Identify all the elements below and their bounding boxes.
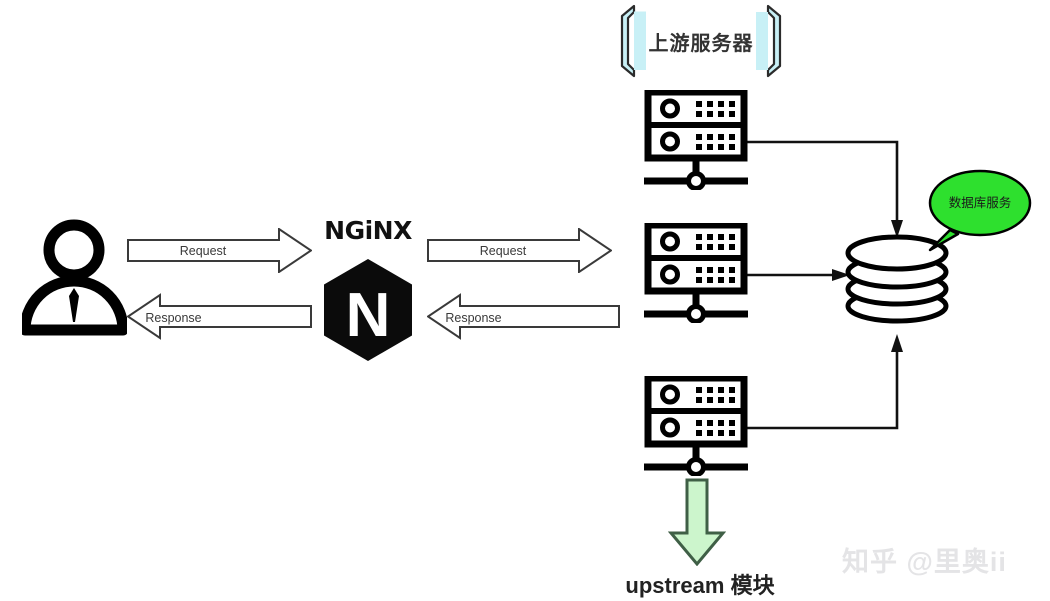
down-arrow-icon [667,478,727,567]
server-bus-node [686,457,706,477]
server-leds-bottom [696,134,735,150]
client-user-icon [19,218,129,341]
connector-server1-to-db [746,140,899,222]
upstream-module-label: upstream 模块 [625,573,775,598]
server-rack-icon [644,374,748,477]
flow-arrow-response-upstream-nginx [426,293,620,345]
server-leds-top [696,387,735,403]
bracket-left-face [634,12,646,70]
nginx-wordmark: NGiNX [324,216,412,245]
upstream-server-2 [640,221,752,328]
arrow-shape [667,478,727,567]
flow-label-response-1: Response [145,311,202,325]
watermark-text: 知乎 @里奥ii [842,547,1007,577]
arrow-shape [126,293,312,340]
nginx-hexagon-icon: N [324,259,412,361]
connector-server3-to-db [746,352,899,430]
server-rack-icon [644,221,748,324]
flow-label-request-1: Request [179,244,227,258]
server-bus-node [686,171,706,191]
arrow-shape [127,227,313,274]
upstream-module-arrow [667,478,727,571]
flow-arrow-response-nginx-client [126,293,312,345]
upstream-bracket-label: 上游服务器 [612,4,790,78]
bracket-shapes [620,4,782,78]
server-leds-bottom [696,420,735,436]
server-indicator-bottom [660,417,680,438]
user-head [43,219,105,281]
block-arrow-left [126,293,312,340]
arrow-shape [426,293,620,340]
upstream-server-1 [640,88,752,195]
database-callout [920,158,1040,263]
server-leds-bottom [696,267,735,283]
flow-arrow-request-client-nginx [127,227,313,278]
server-leds-top [696,101,735,117]
server-indicator-top [660,231,680,252]
upstream-server-3 [640,374,752,481]
database-cylinder-icon [845,234,949,324]
upstream-bracket-text: 上游服务器 [648,32,754,55]
nginx-logo-letter: N [346,281,391,350]
user-body [19,275,129,336]
server-bus-node [686,304,706,324]
database-node [843,232,951,337]
server-leds-top [696,234,735,250]
user-person-icon [19,219,129,336]
database-callout-label: 数据库服务 [948,196,1012,210]
callout-body [928,169,1032,237]
server-indicator-bottom [660,131,680,152]
arrow-shape [427,227,613,274]
flow-label-response-2: Response [445,311,502,325]
db-disc-1 [845,234,949,272]
block-arrow-right [427,227,613,274]
block-arrow-right [127,227,313,274]
server-indicator-top [660,384,680,405]
server-rack-icon [644,88,748,191]
flow-label-request-2: Request [479,244,527,258]
connector-server1-arrowhead [891,220,903,238]
nginx-logo: N [322,258,414,367]
bracket-right-face [756,12,768,70]
flow-arrow-request-nginx-upstream [427,227,613,278]
callout-bubble-shape [928,169,1032,252]
connector-server2-arrowhead [832,269,850,281]
block-arrow-left [426,293,620,340]
server-indicator-bottom [660,264,680,285]
user-tie [69,288,79,322]
hexagon-body [324,259,412,361]
connector-server3-arrowhead [891,334,903,352]
callout-tail [928,228,960,252]
server-indicator-top [660,98,680,119]
